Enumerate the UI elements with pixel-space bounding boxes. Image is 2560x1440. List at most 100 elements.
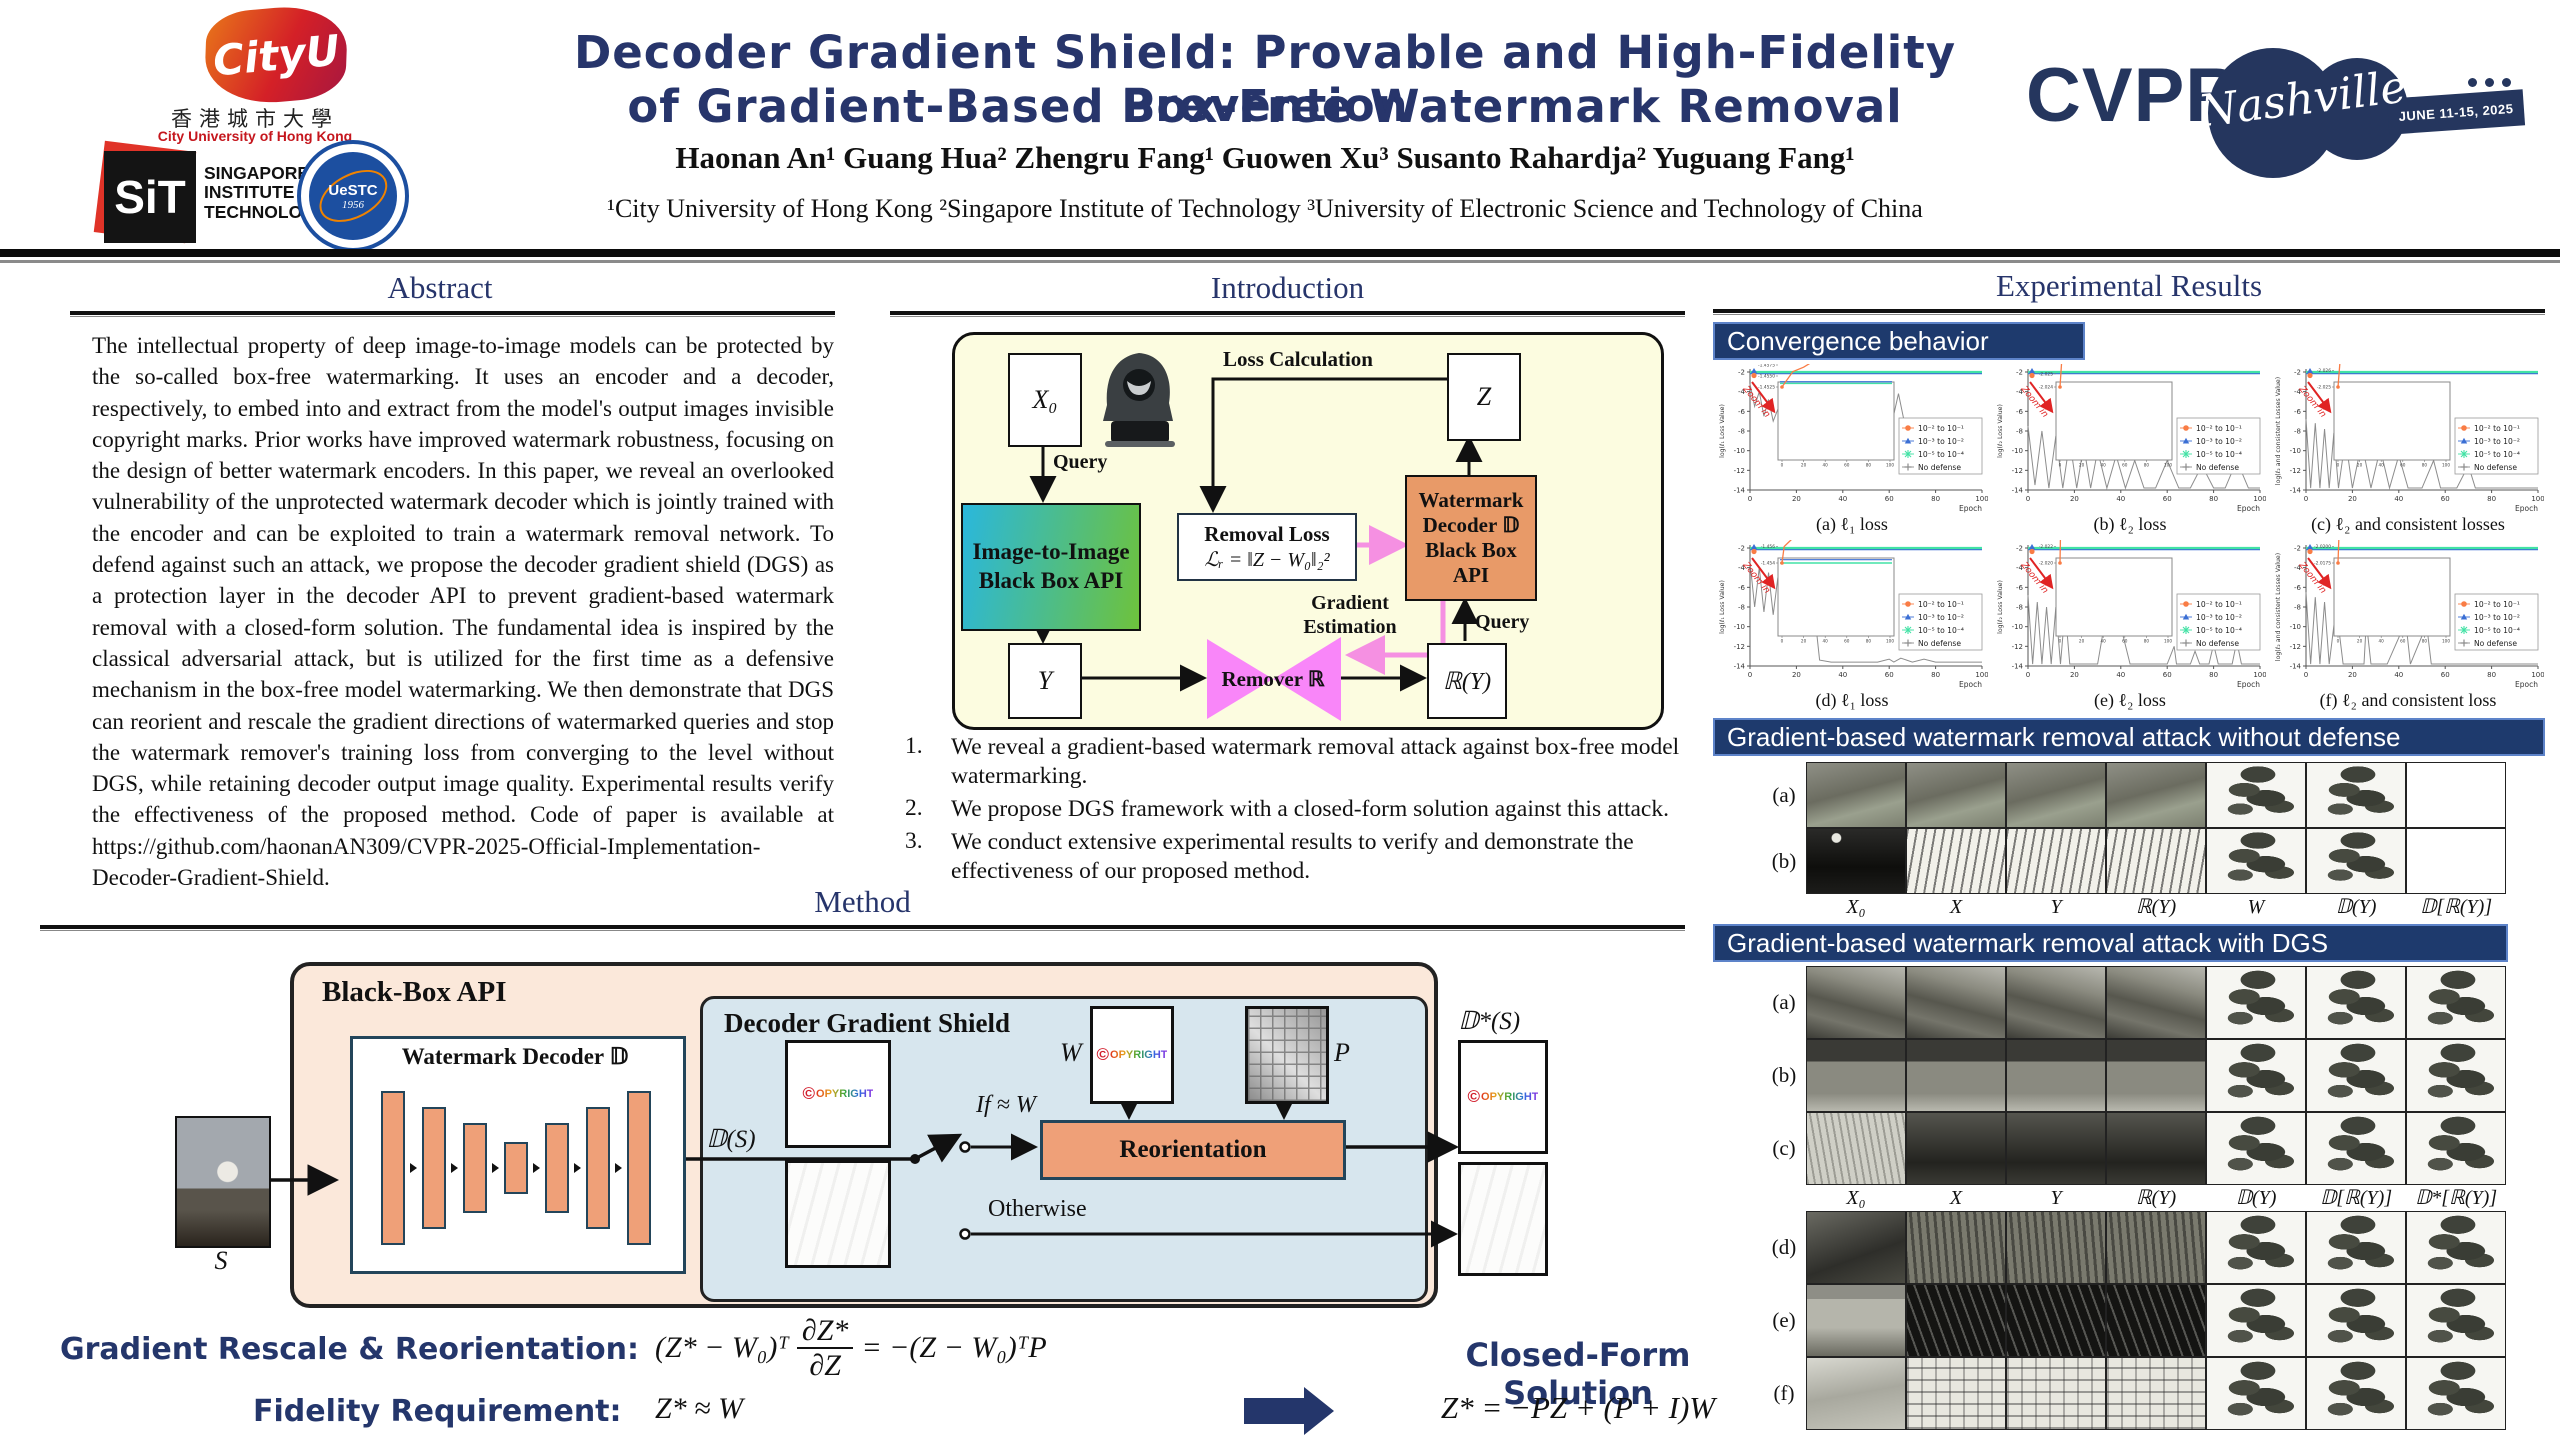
w-label: W (1060, 1038, 1082, 1067)
svg-text:40: 40 (2379, 463, 2385, 468)
grid-cell (2106, 828, 2206, 894)
grid-row: (c) (1762, 1112, 2506, 1185)
grid-cell (2306, 1039, 2406, 1112)
method-heading: Method (814, 884, 911, 919)
svg-text:10⁻⁵ to 10⁻⁴: 10⁻⁵ to 10⁻⁴ (1918, 450, 1964, 459)
svg-text:60: 60 (1885, 671, 1894, 679)
i2i-line1: Image-to-Image (972, 539, 1130, 565)
svg-text:0: 0 (2059, 463, 2062, 468)
removal-loss-formula: ℒᵣ = ‖Z − W₀‖₂² (1204, 549, 1330, 571)
grid-cell (2006, 966, 2106, 1039)
header-divider-shadow (0, 260, 2560, 263)
fidelity-label: Fidelity Requirement: (253, 1394, 622, 1429)
sit-name-line1: SINGAPORE (204, 163, 310, 183)
svg-text:log(ℓ₂ Loss Value): log(ℓ₂ Loss Value) (1997, 404, 2004, 458)
grid-cell (1806, 1211, 1906, 1284)
svg-text:-6: -6 (1738, 408, 1746, 416)
header-divider (0, 249, 2560, 257)
svg-text:80: 80 (1931, 495, 1940, 503)
svg-text:10⁻⁵ to 10⁻⁴: 10⁻⁵ to 10⁻⁴ (2196, 626, 2242, 635)
cityu-logo: CityU (203, 1, 349, 109)
svg-text:10⁻³ to 10⁻²: 10⁻³ to 10⁻² (1918, 437, 1964, 446)
svg-text:0: 0 (2059, 639, 2062, 644)
sit-logo-text: SiT (114, 171, 186, 223)
svg-text:0: 0 (2337, 639, 2340, 644)
svg-text:-4: -4 (2294, 388, 2302, 396)
copyright-text: OPYRIGHT (816, 1088, 874, 1100)
svg-text:10⁻⁵ to 10⁻⁴: 10⁻⁵ to 10⁻⁴ (2196, 450, 2242, 459)
attack-diagram-arrows (1029, 353, 1483, 721)
grid-cell (1906, 762, 2006, 828)
svg-text:-10: -10 (2290, 623, 2301, 631)
grid-cell (1806, 1112, 1906, 1185)
grid-cell (2306, 762, 2406, 828)
svg-text:-6: -6 (1738, 584, 1746, 592)
grid-col-label: X₀ (1846, 896, 1866, 918)
svg-text:80: 80 (1866, 463, 1872, 468)
grid-col-label: 𝔻[ℝ(Y)] (2319, 1187, 2393, 1209)
attack-pipeline-diagram: X₀ Query Image-to-Image Black Box API Y … (952, 332, 1664, 730)
svg-text:Epoch: Epoch (2237, 504, 2260, 513)
svg-text:0: 0 (1748, 671, 1752, 679)
svg-text:-8: -8 (2016, 428, 2023, 436)
svg-text:-14: -14 (1734, 487, 1746, 495)
svg-text:-6: -6 (2016, 584, 2024, 592)
svg-text:log(ℓ₁ Loss Value): log(ℓ₁ Loss Value) (1719, 580, 1726, 634)
grid-row: (a) (1762, 966, 2506, 1039)
closed-form-equation: Z* = −PZ + (P + I)W (1398, 1390, 1758, 1426)
removal-loss-box: Removal Loss ℒᵣ = ‖Z − W₀‖₂² (1177, 513, 1357, 581)
svg-text:80: 80 (2487, 671, 2496, 679)
y-box: Y (1008, 643, 1082, 719)
grid-cell (2106, 1039, 2206, 1112)
grid-cell (2406, 1211, 2506, 1284)
svg-text:-2: -2 (1738, 545, 1745, 553)
svg-text:No defense: No defense (2474, 639, 2517, 648)
sit-logo: SiT (104, 151, 196, 243)
svg-text:100: 100 (2531, 495, 2544, 503)
bullet-number: 2. (905, 795, 923, 821)
svg-text:40: 40 (1838, 495, 1847, 503)
grid-cell (1906, 828, 2006, 894)
grid-col-label: 𝔻[ℝ(Y)] (2419, 896, 2493, 918)
grid-cell (2006, 1211, 2106, 1284)
svg-text:40: 40 (2101, 463, 2107, 468)
svg-text:-4: -4 (1738, 388, 1746, 396)
svg-text:60: 60 (2400, 463, 2406, 468)
grid-row-label: (c) (1772, 1136, 1796, 1160)
contribution-list: 1.We reveal a gradient-based watermark r… (905, 733, 1687, 890)
grid-cell (2206, 1284, 2306, 1357)
svg-text:0: 0 (2337, 463, 2340, 468)
grid-cell (2006, 1284, 2106, 1357)
svg-text:-8: -8 (1738, 428, 1745, 436)
grid-cell (1906, 1284, 2006, 1357)
affiliations: ¹City University of Hong Kong ²Singapore… (607, 194, 1923, 223)
copyright-symbol: © (1096, 1045, 1110, 1064)
grid-col-label: W (2247, 896, 2265, 918)
grid-cell (2206, 1357, 2306, 1430)
svg-text:No defense: No defense (2474, 463, 2517, 472)
x0-label: X₀ (1032, 385, 1058, 414)
bullet-number: 1. (905, 733, 923, 759)
svg-text:20: 20 (1801, 463, 1807, 468)
svg-text:80: 80 (2209, 671, 2218, 679)
svg-text:-2.025: -2.025 (2317, 385, 2331, 391)
svg-text:10⁻⁵ to 10⁻⁴: 10⁻⁵ to 10⁻⁴ (1918, 626, 1964, 635)
svg-text:-2.024: -2.024 (2039, 385, 2053, 391)
ge-line1: Gradient (1311, 592, 1389, 614)
no-defense-banner: Gradient-based watermark removal attack … (1713, 718, 2545, 756)
grid-cell (1806, 966, 1906, 1039)
grid-row: (f) (1762, 1357, 2506, 1430)
cityu-logo-text: CityU (210, 25, 342, 85)
fidelity-equation: Z* ≈ W (655, 1392, 743, 1426)
svg-text:-14: -14 (1734, 663, 1746, 671)
gradient-estimation-label: Gradient Estimation (1299, 591, 1401, 639)
grid-cell (2406, 1357, 2506, 1430)
sit-name: SINGAPORE INSTITUTE OF TECHNOLOGY (204, 163, 327, 222)
svg-text:40: 40 (2101, 639, 2107, 644)
bullet-text: We propose DGS framework with a closed-f… (951, 796, 1669, 822)
svg-text:100: 100 (1886, 639, 1894, 644)
svg-text:100: 100 (2164, 463, 2172, 468)
